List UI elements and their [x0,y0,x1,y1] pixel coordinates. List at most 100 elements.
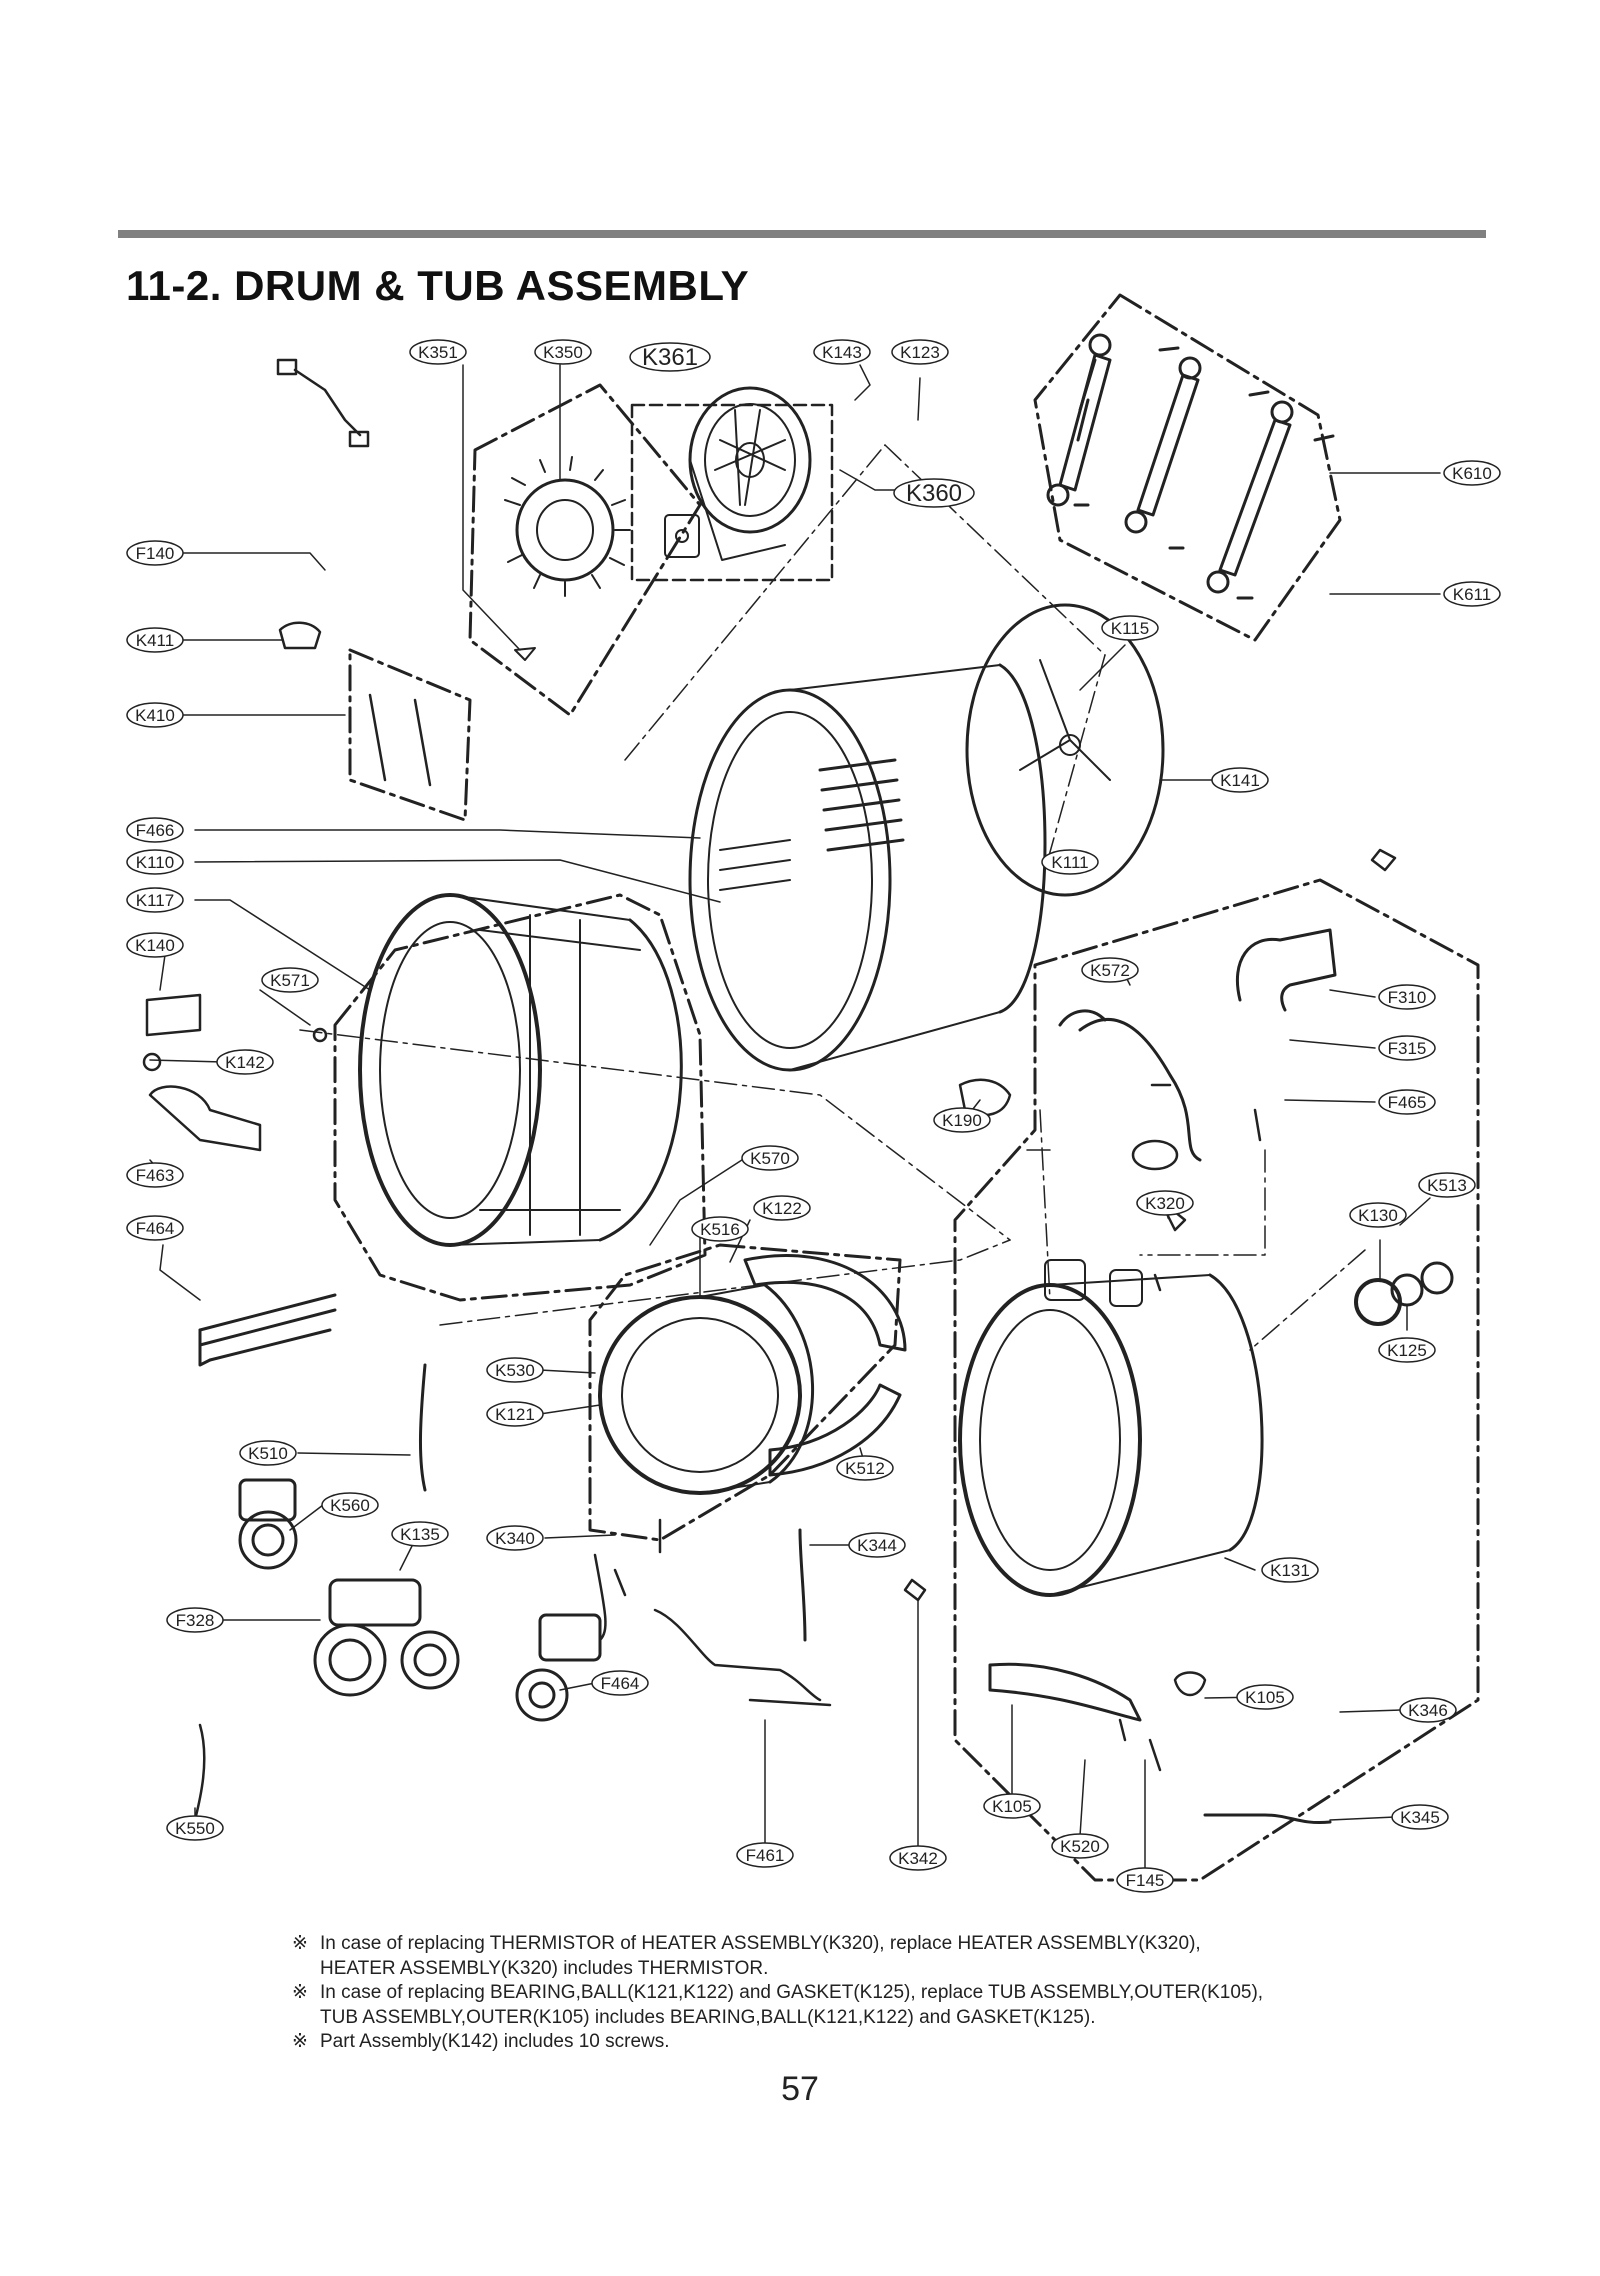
part-label-text: K410 [135,706,175,725]
part-label-text: K530 [495,1361,535,1380]
note-line: In case of replacing BEARING,BALL(K121,K… [320,1982,1264,2003]
part-label-bubble [691,1216,749,1242]
part-label-k520: K520 [1051,1833,1109,1859]
part-label-text: K360 [906,480,962,507]
part-label-bubble [741,1145,799,1171]
part-label-k345: K345 [1391,1804,1449,1830]
part-label-bubble [1378,1089,1436,1115]
part-label-text: K513 [1427,1176,1467,1195]
part-label-bubble [1391,1804,1449,1830]
part-label-bubble [813,339,871,365]
part-label-text: K141 [1220,771,1260,790]
part-label-bubble [1418,1172,1476,1198]
part-label-k117: K117 [126,887,184,913]
note-line: In case of replacing THERMISTOR of HEATE… [320,1933,1201,1954]
part-label-bubble [261,967,319,993]
part-label-bubble [486,1357,544,1383]
part-label-f465: F465 [1378,1089,1436,1115]
part-label-text: K361 [642,344,698,371]
part-label-bubble [409,339,467,365]
part-label-bubble [126,1162,184,1188]
part-label-bubble [126,627,184,653]
part-label-text: K351 [418,343,458,362]
part-label-k111: K111 [1041,849,1099,875]
stator-drawing [504,456,631,661]
part-label-k320: K320 [1136,1190,1194,1216]
part-label-k130: K130 [1349,1202,1407,1228]
pump-drawings [238,1478,602,1722]
part-label-k140: K140 [126,932,184,958]
part-label-k570: K570 [741,1145,799,1171]
part-label-k560: K560 [321,1492,379,1518]
part-label-text: K131 [1270,1561,1310,1580]
part-label-bubble [166,1815,224,1841]
part-drawings [142,293,1480,1882]
part-label-text: K520 [1060,1837,1100,1856]
part-label-k105: K105 [1236,1684,1294,1710]
part-label-bubble [889,1845,947,1871]
part-label-text: K110 [136,853,174,872]
part-label-k410: K410 [126,702,184,728]
rear-tub-drawing [958,1259,1264,1597]
part-label-k512: K512 [836,1455,894,1481]
spring-boundary [348,648,472,822]
part-label-text: K550 [175,1819,215,1838]
part-label-bubble [1378,984,1436,1010]
part-label-f328: F328 [166,1607,224,1633]
part-label-text: F140 [136,544,175,563]
note-line: Part Assembly(K142) includes 10 screws. [320,2031,670,2052]
part-label-k190: K190 [933,1107,991,1133]
part-label-k125: K125 [1378,1337,1436,1363]
part-label-text: K346 [1408,1701,1448,1720]
rotor-stator-dashed-frame [630,403,834,582]
part-label-text: F465 [1388,1093,1427,1112]
page-title: 11-2. DRUM & TUB ASSEMBLY [126,262,750,309]
rotor-boundary [468,383,702,717]
part-label-k122: K122 [753,1195,811,1221]
part-label-k346: K346 [1399,1697,1457,1723]
part-label-text: F461 [746,1846,785,1865]
part-label-text: K516 [700,1220,740,1239]
part-label-bubble [1261,1557,1319,1583]
part-label-bubble [1136,1190,1194,1216]
part-label-bubble [836,1455,894,1481]
part-label-bubble [126,932,184,958]
part-label-bubble [848,1532,906,1558]
part-label-text: K572 [1090,961,1130,980]
part-label-bubble [891,339,949,365]
part-label-k411: K411 [126,627,184,653]
note-mark: ※ [292,1933,308,1954]
part-label-f140: F140 [126,540,184,566]
part-label-f461: F461 [736,1842,794,1868]
part-label-bubble [321,1492,379,1518]
part-label-text: K190 [942,1111,982,1130]
page-number: 57 [781,2070,819,2108]
part-label-bubble [1051,1833,1109,1859]
part-label-text: F464 [601,1674,640,1693]
part-label-k572: K572 [1081,957,1139,983]
part-label-bubble [736,1842,794,1868]
part-label-text: K117 [136,891,174,910]
part-label-text: K320 [1145,1194,1185,1213]
part-label-text: K123 [900,343,940,362]
bearing-drawings [1354,1261,1454,1326]
part-label-bubble [1443,581,1501,607]
part-label-k131: K131 [1261,1557,1319,1583]
part-label-f466: F466 [126,817,184,843]
front-tub-drawing [358,893,683,1247]
part-label-bubble [1081,957,1139,983]
part-label-text: F310 [1388,988,1427,1007]
part-label-k510: K510 [239,1440,297,1466]
part-label-bubble [1378,1337,1436,1363]
part-label-k350: K350 [534,339,592,365]
part-label-bubble [486,1401,544,1427]
small-part-drawings [142,358,1397,1822]
part-label-text: F315 [1388,1039,1427,1058]
part-label-k143: K143 [813,339,871,365]
part-label-text: F463 [136,1166,175,1185]
part-label-f310: F310 [1378,984,1436,1010]
part-label-bubble [534,339,592,365]
part-label-bubble [933,1107,991,1133]
